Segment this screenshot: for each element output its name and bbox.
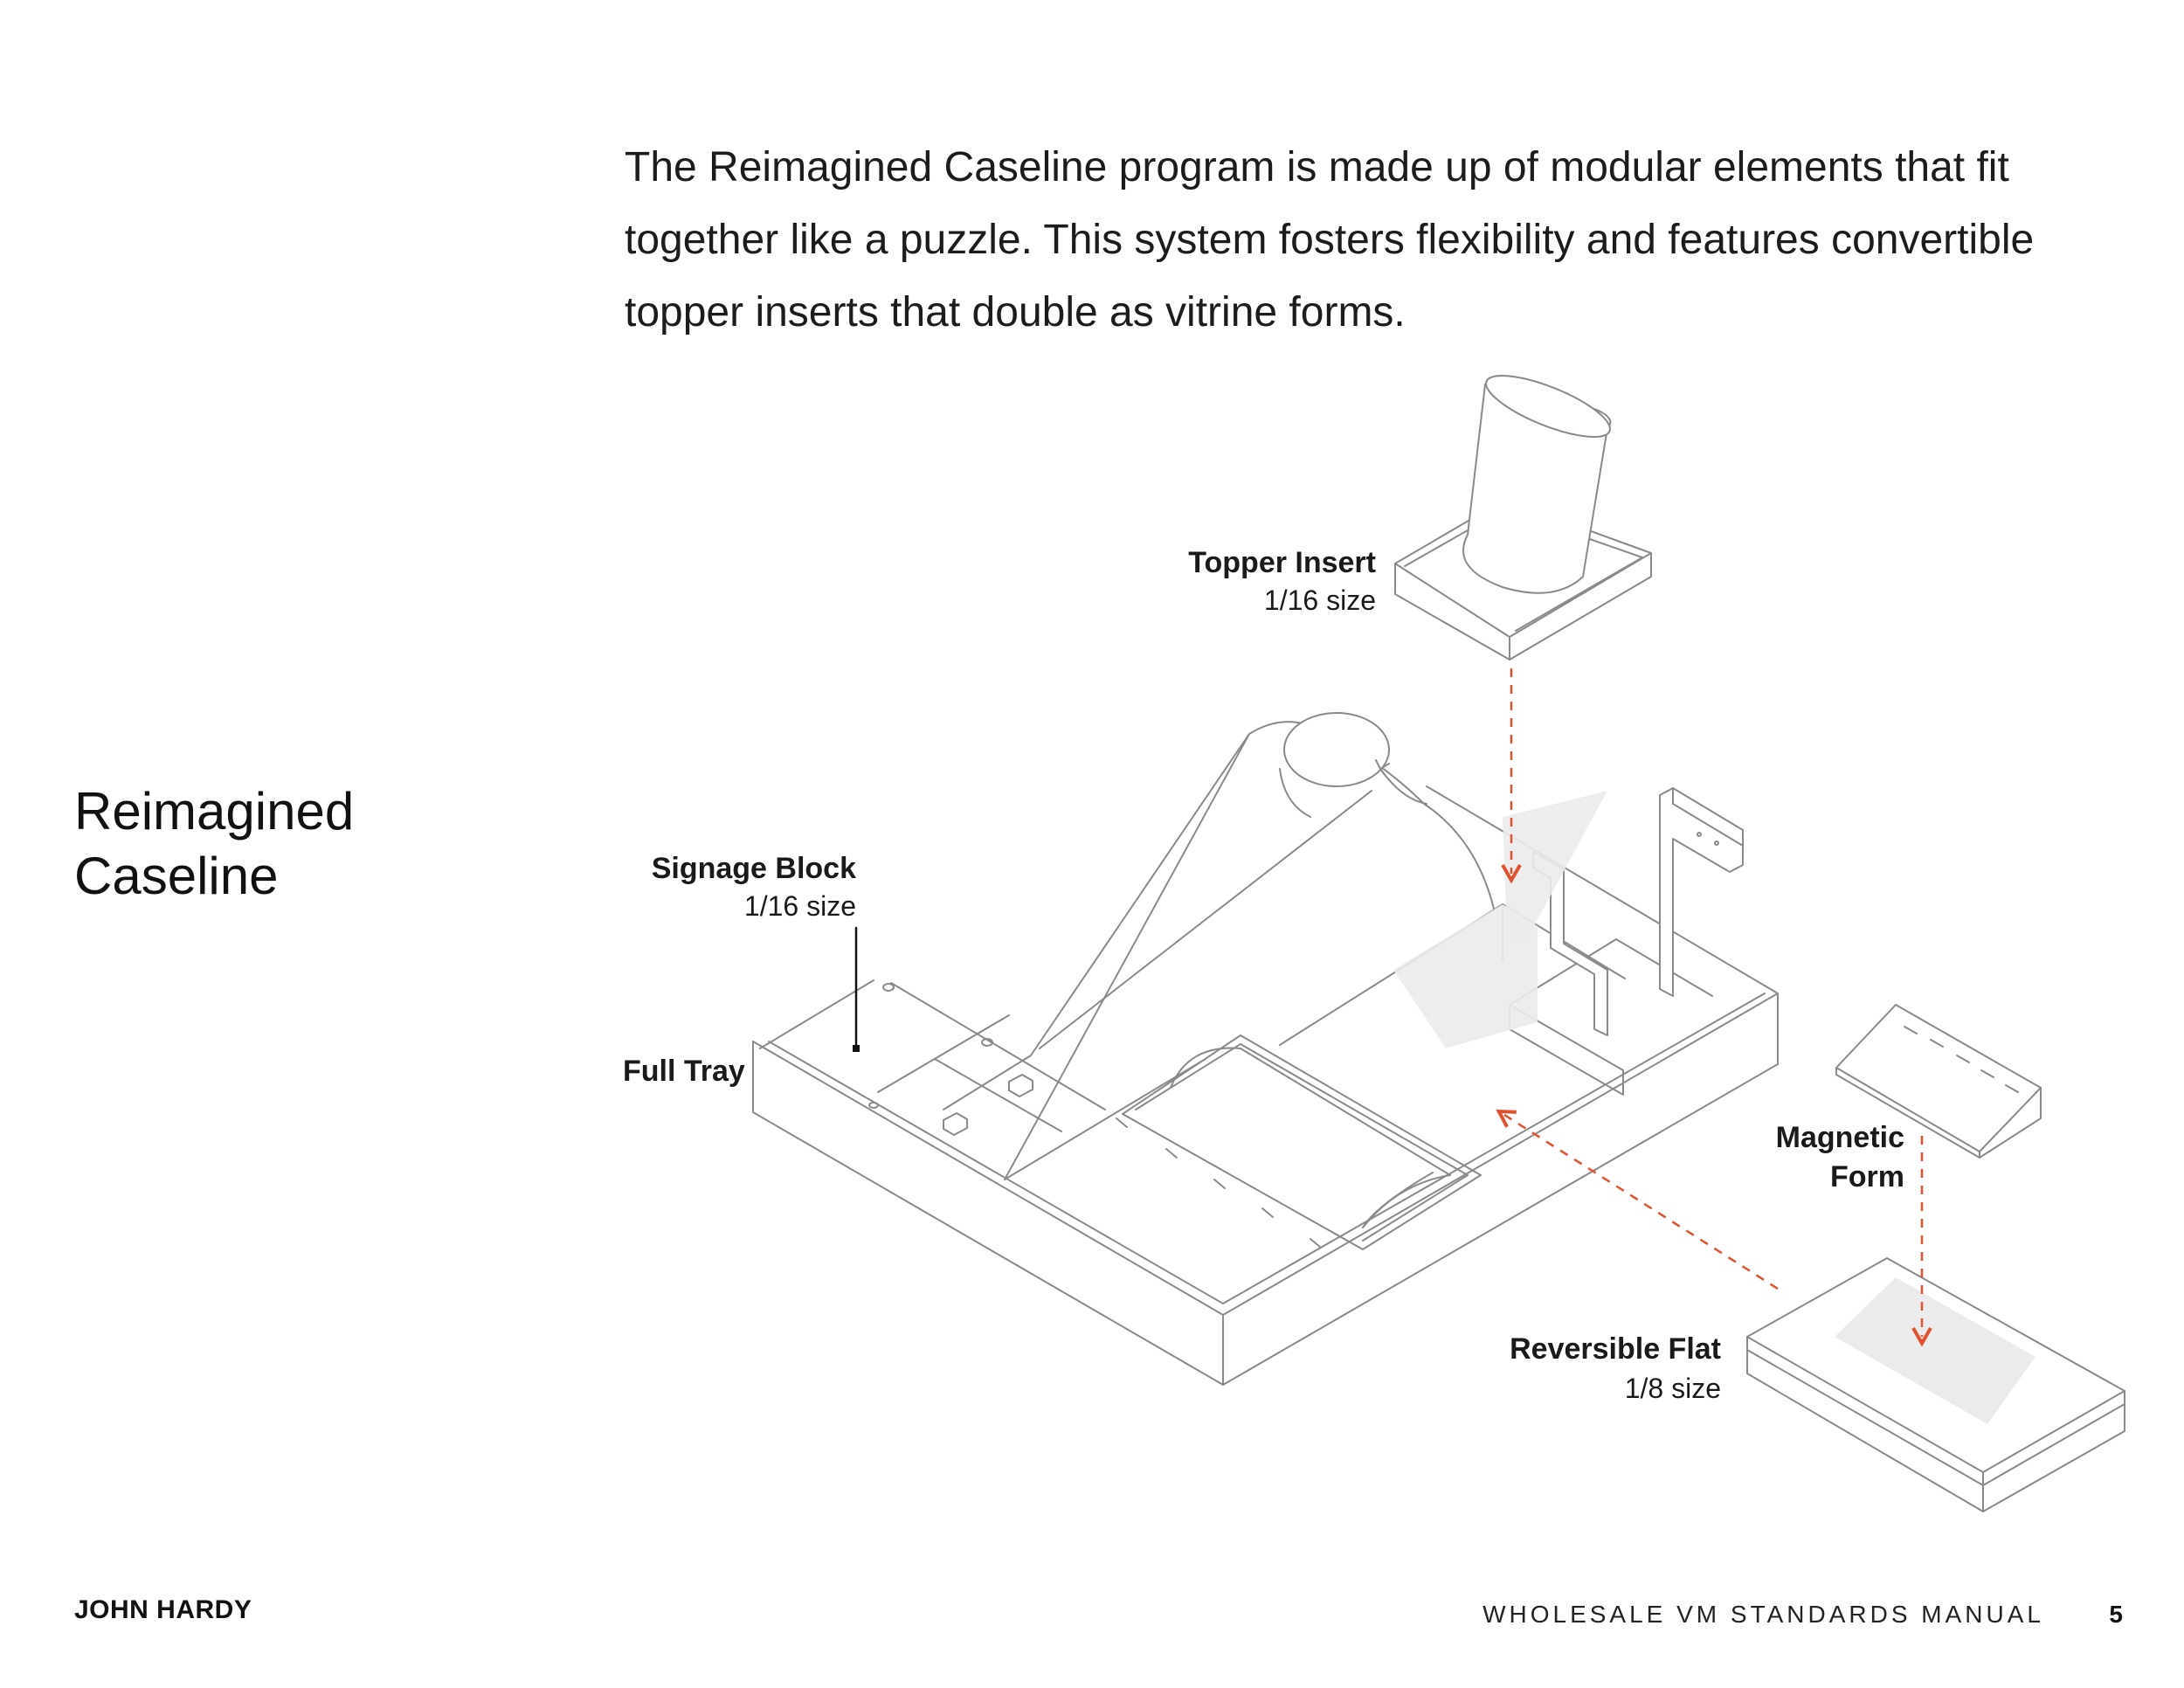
intro-line-2: together like a puzzle. This system fost… (625, 217, 2035, 263)
topper-insert-drawing (1394, 374, 1652, 661)
intro-line-1: The Reimagined Caseline program is made … (625, 144, 2009, 190)
intro-paragraph: The Reimagined Caseline program is made … (625, 131, 2110, 349)
full-tray-drawing (752, 712, 1779, 1386)
reversible-flat-size: 1/8 size (1625, 1373, 1721, 1404)
section-title: Reimagined Caseline (74, 779, 354, 909)
manual-title: WHOLESALE VM STANDARDS MANUAL (1482, 1601, 2044, 1628)
reversible-flat-drawing (1746, 1257, 2125, 1512)
brand-logo: JOHN HARDY (74, 1595, 252, 1624)
assembly-arrows (1496, 668, 1932, 1347)
placement-shading (1393, 791, 2035, 1424)
reversible-flat-label: Reversible Flat (1510, 1332, 1721, 1366)
page-number: 5 (2109, 1601, 2123, 1628)
magnetic-form-label-line-1: Magnetic (1776, 1121, 1904, 1154)
full-tray-label: Full Tray (623, 1055, 745, 1088)
signage-block-label: Signage Block (652, 852, 856, 885)
section-title-line-2: Caseline (74, 847, 279, 905)
magnetic-form-drawing (1835, 1004, 2042, 1159)
section-title-line-1: Reimagined (74, 782, 355, 841)
intro-line-3: topper inserts that double as vitrine fo… (625, 289, 1406, 336)
topper-insert-label: Topper Insert (1188, 546, 1376, 579)
topper-insert-size: 1/16 size (1264, 585, 1376, 616)
reversible-flat-arrow (1496, 1109, 1779, 1290)
signage-block-size: 1/16 size (744, 890, 856, 922)
magnetic-form-label-line-2: Form (1830, 1160, 1904, 1193)
